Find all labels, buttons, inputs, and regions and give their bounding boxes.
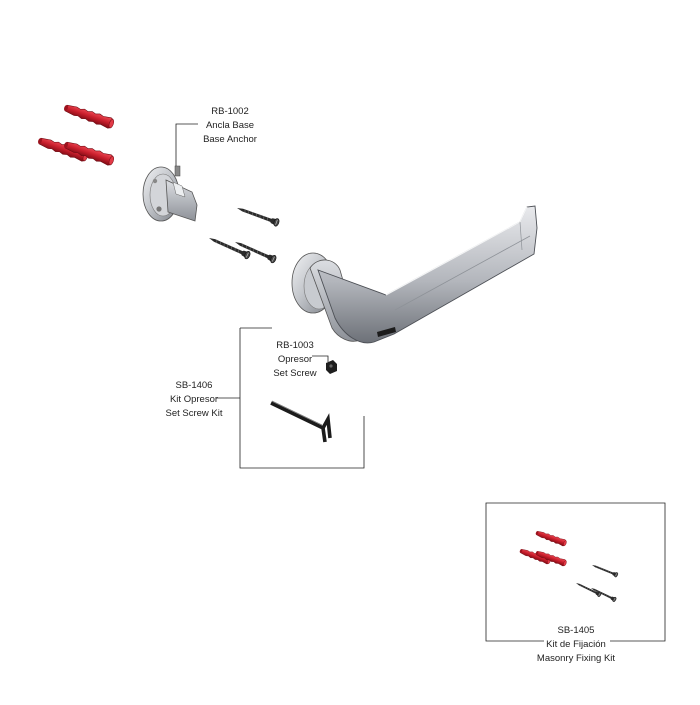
wall-plug-group [36, 101, 116, 167]
set-screw-icon [326, 360, 337, 374]
callout-label-es: Kit Opresor [170, 394, 218, 405]
base-anchor-icon [142, 165, 198, 222]
callout-code: RB-1003 [276, 340, 314, 351]
wall-plug-icon [62, 101, 116, 130]
screw-icon [235, 203, 281, 228]
lever-handle-icon [291, 205, 538, 344]
callout-code: RB-1002 [211, 106, 249, 117]
callout-label-en: Base Anchor [203, 134, 257, 145]
masonry-kit-frame [485, 502, 666, 642]
callout-label-en: Set Screw Kit [165, 408, 222, 419]
callout-label-en: Set Screw [273, 368, 316, 379]
callout-label-es: Kit de Fijación [546, 639, 606, 650]
callout-label-es: Opresor [278, 354, 312, 365]
callout-code: SB-1405 [558, 625, 595, 636]
callout-base-anchor: RB-1002 Ancla Base Base Anchor [175, 106, 257, 166]
screw-group [207, 203, 281, 265]
callout-label-en: Masonry Fixing Kit [537, 653, 615, 664]
callout-set-screw-kit: SB-1406 Kit Opresor Set Screw Kit [165, 380, 240, 419]
callout-set-screw: RB-1003 Opresor Set Screw [273, 340, 329, 379]
callout-masonry-kit: SB-1405 Kit de Fijación Masonry Fixing K… [537, 625, 615, 664]
masonry-kit-parts [518, 529, 619, 603]
callout-code: SB-1406 [176, 380, 213, 391]
screw-icon [589, 585, 618, 603]
allen-key-icon [270, 400, 332, 443]
wall-plug-icon [534, 529, 568, 548]
screw-icon [574, 580, 603, 598]
callout-label-es: Ancla Base [206, 120, 254, 131]
screw-icon [590, 562, 619, 578]
